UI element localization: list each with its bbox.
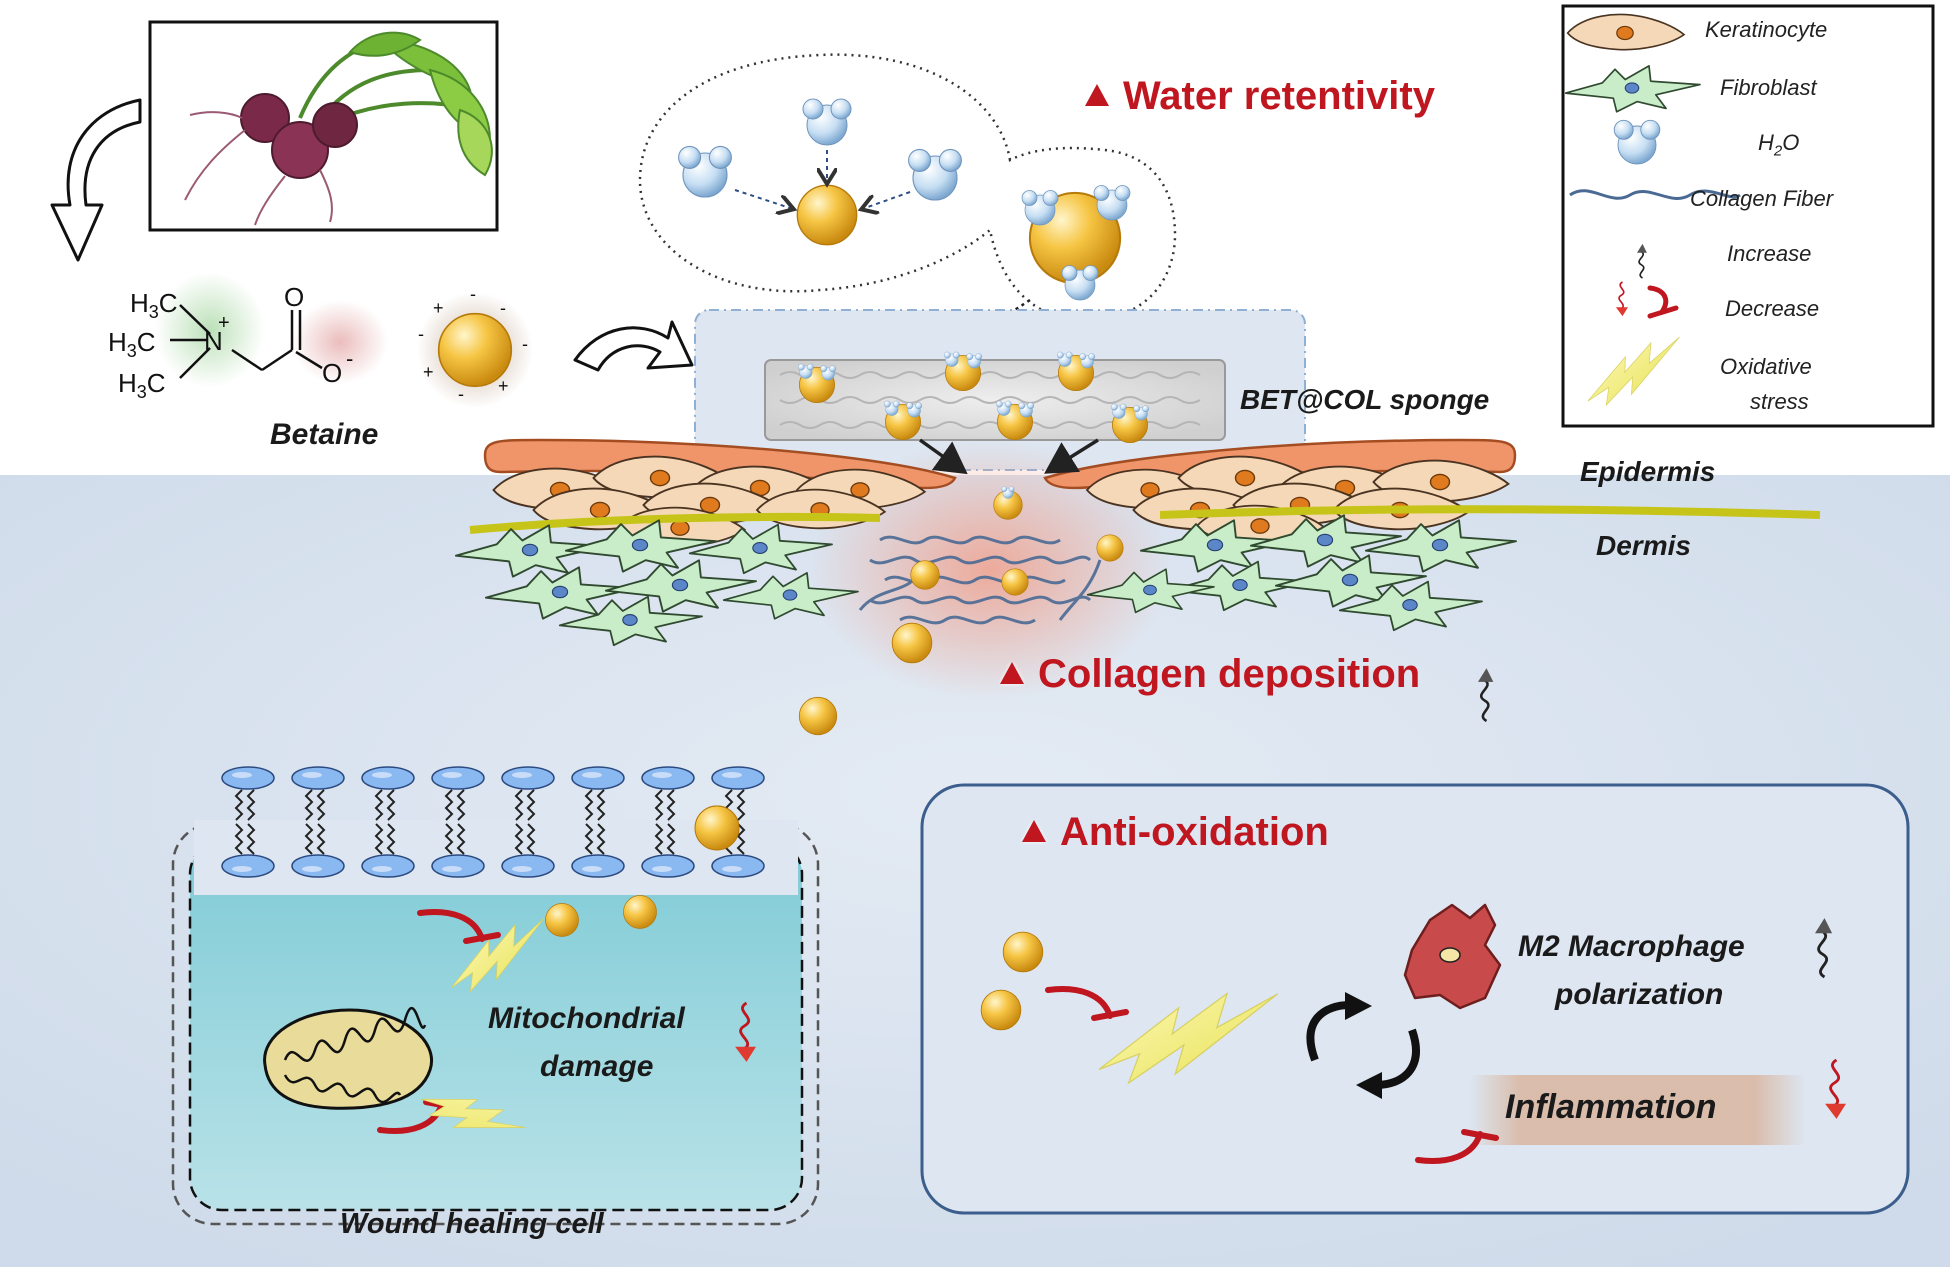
mitochondrial-damage-label-line1: Mitochondrial: [488, 1002, 685, 1035]
legend-box: [1561, 4, 1935, 428]
svg-text:+: +: [433, 298, 444, 318]
attraction-arrows: [734, 150, 911, 208]
curved-arrow-photo-to-molecule: [50, 98, 142, 262]
betaine-particle: [1002, 931, 1044, 973]
arrow-into-wound: [1044, 438, 1099, 474]
negative-charge-label: -: [346, 346, 354, 371]
particle-charges: +- -- +-+ -: [418, 284, 528, 404]
epidermis-label: Epidermis: [1580, 456, 1716, 487]
betaine-particle: [980, 989, 1022, 1031]
cation-halo: [155, 272, 265, 388]
wound-healing-cell-caption: Wound healing cell: [340, 1208, 604, 1240]
svg-text:-: -: [470, 284, 476, 304]
legend-label-decrease: Decrease: [1725, 296, 1820, 321]
triangle-icon: [1022, 820, 1046, 843]
mitochondrial-damage-label-line2: damage: [540, 1050, 654, 1083]
betaine-particle-large: [417, 292, 533, 408]
svg-text:-: -: [522, 334, 528, 354]
carbonyl-oxygen-label: O: [284, 282, 305, 312]
decrease-arrow-icon: [1615, 281, 1679, 319]
triangle-icon: [1000, 662, 1024, 685]
legend-label-stress: stress: [1750, 389, 1809, 414]
betaine-particle: [796, 184, 858, 246]
m2-macrophage-label-line2: polarization: [1555, 978, 1724, 1011]
legend-label-keratinocyte: Keratinocyte: [1705, 17, 1828, 42]
dermis-label: Dermis: [1596, 530, 1691, 561]
sponge-label: BET@COL sponge: [1240, 384, 1490, 415]
collagen-deposition-heading: Collagen deposition: [1000, 652, 1420, 697]
beetroot-photo: [148, 20, 499, 232]
water-retentivity-heading: Water retentivity: [1085, 74, 1435, 119]
m2-macrophage-label-line1: M2 Macrophage: [1518, 930, 1745, 963]
cycle-arrows-icon: [1306, 992, 1420, 1099]
legend-label-oxidative: Oxidative: [1720, 354, 1812, 379]
positive-charge-label: +: [218, 312, 230, 334]
inflammation-label: Inflammation: [1505, 1088, 1717, 1126]
bet-col-sponge: [764, 359, 1226, 441]
anti-oxidation-heading: Anti-oxidation: [1022, 810, 1329, 855]
betaine-particle: [623, 895, 657, 929]
betaine-name-label: Betaine: [270, 418, 379, 451]
betaine-structure: [170, 304, 323, 379]
curved-arrow-to-sponge: [573, 320, 694, 372]
svg-text:-: -: [458, 384, 464, 404]
mitochondrion-icon: [263, 1006, 433, 1110]
legend-label-collagen-fiber: Collagen Fiber: [1690, 186, 1834, 211]
svg-text:+: +: [498, 376, 509, 396]
inflammation-highlight: [1470, 1075, 1805, 1145]
methyl-group-label: H3C: [130, 288, 178, 323]
legend-label-increase: Increase: [1727, 241, 1812, 266]
collagen-fiber-icon: [1569, 189, 1741, 200]
triangle-icon: [1085, 84, 1109, 107]
carboxylate-oxygen-label: O: [322, 358, 343, 388]
dermis-boundary-line: [469, 505, 1821, 534]
methyl-group-label: H3C: [118, 368, 166, 403]
svg-text:-: -: [500, 298, 506, 318]
arrow-into-wound: [918, 438, 968, 475]
betaine-particle: [545, 903, 579, 937]
svg-text:+: +: [423, 362, 434, 382]
nitrogen-atom-label: N: [204, 326, 223, 356]
legend-label-water: H2O: [1758, 130, 1800, 160]
legend-label-fibroblast: Fibroblast: [1720, 75, 1817, 100]
svg-text:-: -: [418, 324, 424, 344]
methyl-group-label: H3C: [108, 327, 156, 362]
macrophage-icon: [1403, 903, 1502, 1010]
